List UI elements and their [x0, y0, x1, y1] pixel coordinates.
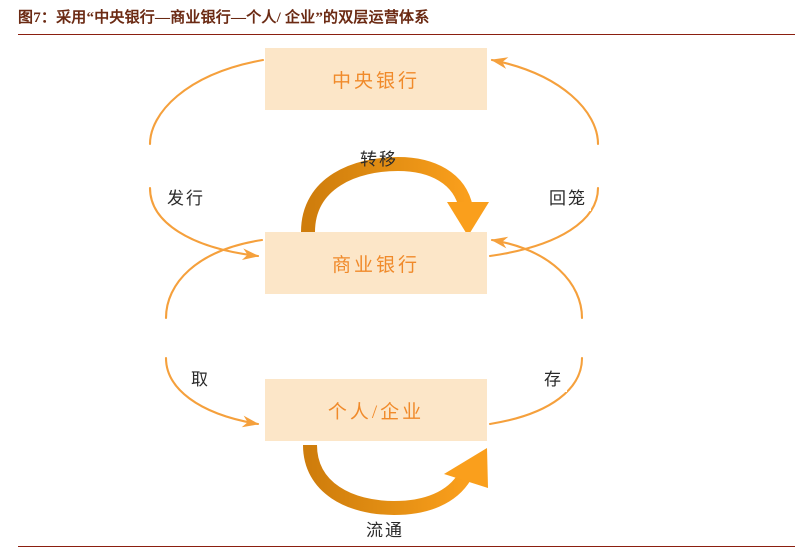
title-divider-top [18, 34, 795, 35]
edge-label-circulate: 流通 [366, 521, 404, 540]
edge-label-take: 取 [187, 363, 214, 392]
edge-deposit [488, 236, 584, 426]
edge-issue [148, 58, 265, 261]
edge-take [164, 238, 264, 428]
node-central-bank[interactable]: 中央银行 [265, 48, 487, 110]
edge-label-deposit: 存 [540, 363, 567, 392]
diagram-canvas: 中央银行 商业银行 个人/企业 发行 回笼 转移 取 存 流通 [0, 36, 811, 546]
page-title: 图7：采用“中央银行—商业银行—个人/ 企业”的双层运营体系 [18, 10, 430, 26]
edge-circulate [303, 444, 488, 516]
node-central-bank-label: 中央银行 [331, 70, 420, 92]
node-commercial-bank-label: 商业银行 [331, 254, 420, 276]
node-individual-enterprise[interactable]: 个人/企业 [265, 379, 487, 441]
node-commercial-bank[interactable]: 商业银行 [265, 232, 487, 294]
title-divider-bottom [18, 546, 795, 547]
edge-label-issue: 发行 [163, 182, 209, 211]
edge-label-transfer: 转移 [360, 150, 398, 169]
edge-label-withdraw: 回笼 [545, 182, 591, 211]
diagram-arrows-layer [148, 57, 600, 516]
edge-withdraw [488, 57, 600, 258]
edge-transfer [301, 156, 489, 236]
node-individual-enterprise-label: 个人/企业 [327, 401, 425, 423]
